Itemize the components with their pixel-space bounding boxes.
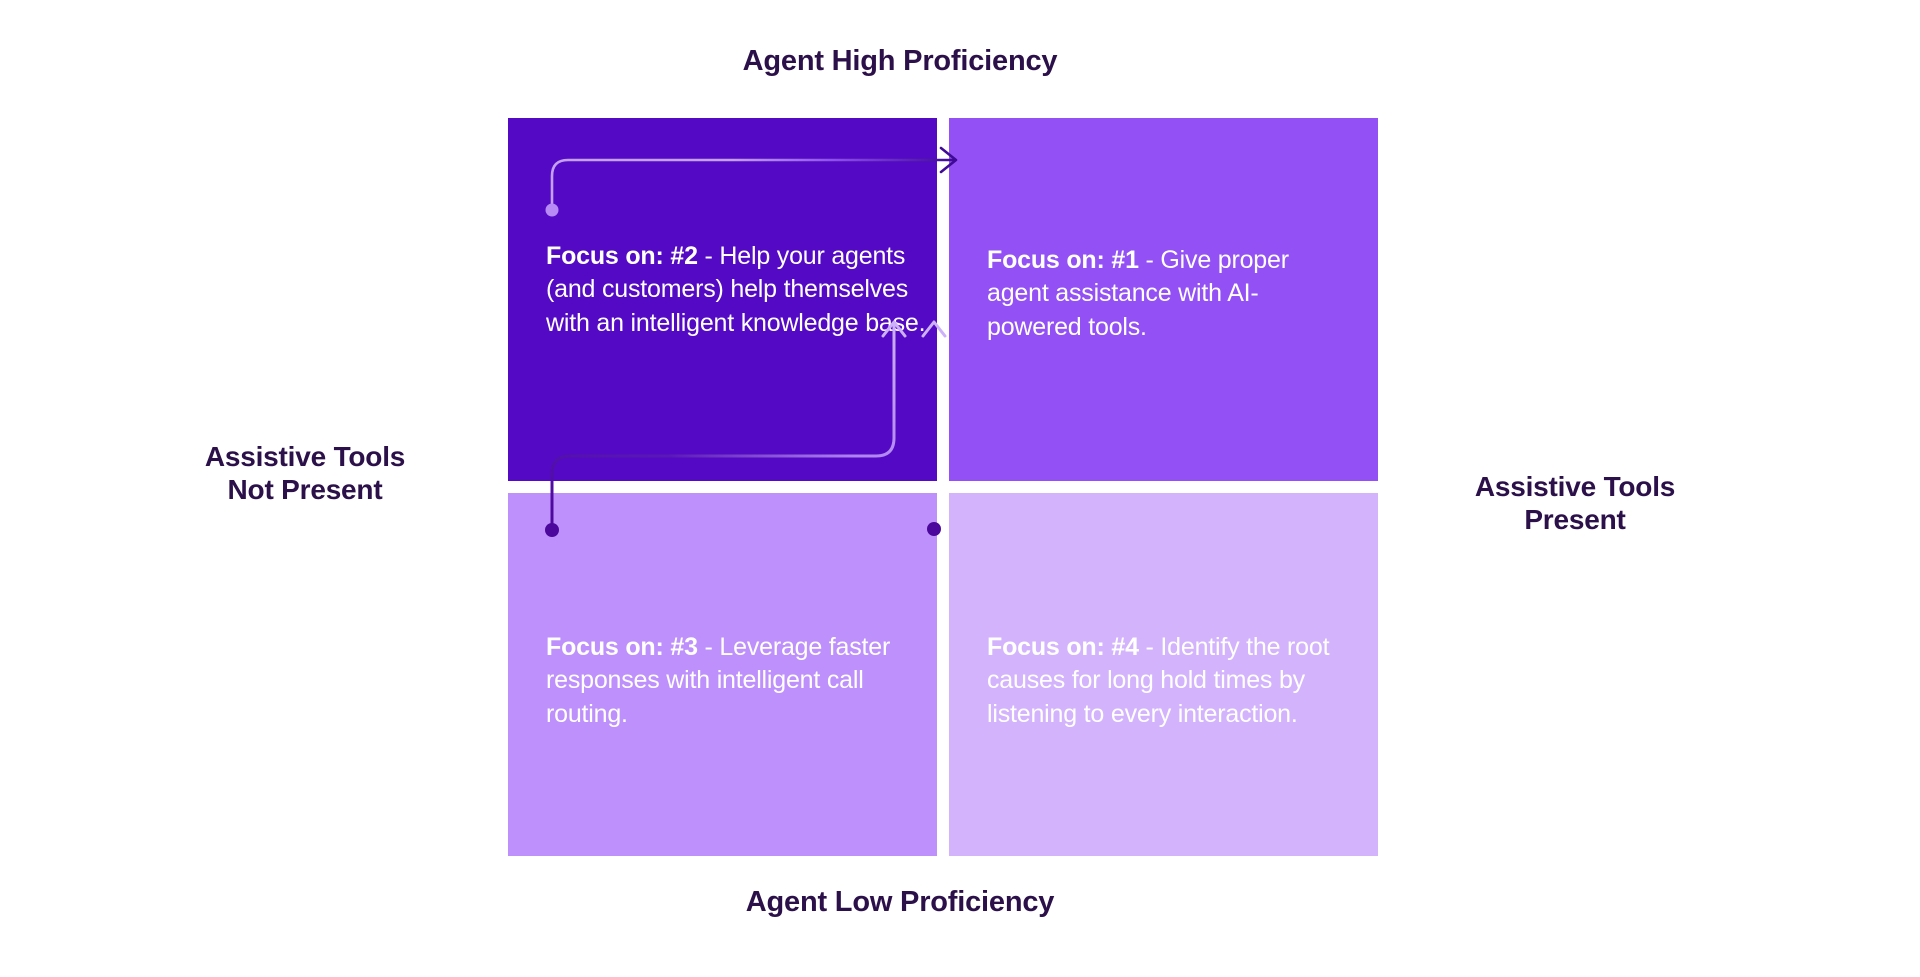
quadrant-top-right-prefix: Focus on: #1 (987, 246, 1139, 274)
axis-label-left-line2: Not Present (227, 474, 383, 506)
quadrant-top-left-prefix: Focus on: #2 (546, 242, 698, 270)
axis-label-right-line2: Present (1524, 504, 1626, 536)
quadrant-bottom-left[interactable]: Focus on: #3 - Leverage faster responses… (508, 493, 937, 856)
quadrant-top-left[interactable]: Focus on: #2 - Help your agents (and cus… (508, 118, 937, 481)
quadrant-top-right[interactable]: Focus on: #1 - Give proper agent assista… (949, 118, 1378, 481)
quadrant-bottom-left-text: Focus on: #3 - Leverage faster responses… (546, 631, 906, 731)
axis-label-top: Agent High Proficiency (742, 45, 1058, 77)
quadrant-bottom-right-body: - Identify the root causes for long hold… (987, 633, 1330, 728)
quadrant-bottom-right-text: Focus on: #4 - Identify the root causes … (987, 631, 1332, 731)
axis-label-right: Assistive Tools Present (1420, 470, 1730, 536)
quadrant-grid: Focus on: #2 - Help your agents (and cus… (508, 118, 1378, 856)
axis-label-right-line1: Assistive Tools (1474, 471, 1676, 502)
quadrant-bottom-left-prefix: Focus on: #3 (546, 633, 698, 661)
quadrant-bottom-left-body: - Leverage faster responses with intelli… (546, 633, 891, 728)
quadrant-bottom-right[interactable]: Focus on: #4 - Identify the root causes … (949, 493, 1378, 856)
quadrant-top-left-text: Focus on: #2 - Help your agents (and cus… (546, 240, 926, 340)
axis-label-left: Assistive Tools Not Present (150, 440, 460, 506)
quadrant-top-right-body: - Give proper agent assistance with AI-p… (987, 246, 1289, 341)
axis-label-left-line1: Assistive Tools (204, 441, 406, 472)
axis-label-bottom: Agent Low Proficiency (745, 886, 1055, 918)
quadrant-bottom-right-prefix: Focus on: #4 (987, 633, 1139, 661)
quadrant-top-right-text: Focus on: #1 - Give proper agent assista… (987, 244, 1347, 344)
